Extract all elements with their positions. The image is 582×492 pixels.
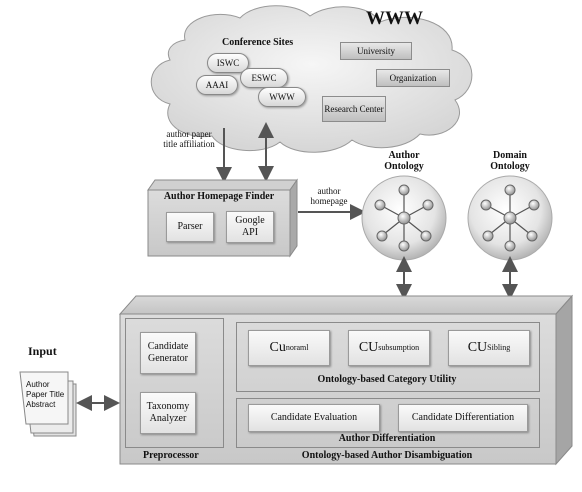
category-utility-panel (236, 322, 540, 392)
site-eswc: ESWC (240, 68, 288, 88)
preprocessor-panel (125, 318, 224, 448)
author-ontology-label: Author Ontology (384, 150, 424, 172)
disambiguation-label: Ontology-based Author Disambiguation (301, 450, 473, 461)
candidate-evaluation-box: Candidate Evaluation (248, 404, 380, 432)
author-differentiation-label: Author Differentiation (338, 433, 436, 444)
cu-normal-sub: noraml (285, 343, 309, 352)
candidate-generator-box: Candidate Generator (140, 332, 196, 374)
google-api-box: Google API (226, 211, 274, 243)
cu-sibling-sub: Sibling (487, 343, 511, 352)
preprocessor-label: Preprocessor (143, 450, 199, 461)
www-title: WWW (366, 8, 423, 29)
organization-box: Organization (376, 69, 450, 87)
site-aaai: AAAI (196, 75, 238, 95)
finder-title: Author Homepage Finder (163, 191, 275, 202)
author-ontology-sphere (361, 175, 447, 261)
cu-normal-base: Cu (269, 340, 286, 355)
taxonomy-analyzer-box: Taxonomy Analyzer (140, 392, 196, 434)
cu-sibling-base: CU (467, 340, 488, 355)
input-title: Input (28, 344, 57, 358)
author-info-label: author paper title affiliation (163, 129, 215, 149)
research-center-box: Research Center (322, 96, 386, 122)
site-iswc: ISWC (207, 53, 249, 73)
conference-sites-label: Conference Sites (222, 37, 294, 48)
cu-subsumption-base: CU (358, 340, 379, 355)
input-document-text: Author Paper Title Abstract (26, 380, 65, 409)
domain-ontology-sphere (467, 175, 553, 261)
domain-ontology-label: Domain Ontology (490, 150, 530, 172)
author-homepage-label: author homepage (310, 186, 348, 206)
cu-subsumption-sub: subsumption (378, 343, 420, 352)
site-www: WWW (258, 87, 306, 107)
candidate-differentiation-box: Candidate Differentiation (398, 404, 528, 432)
parser-box: Parser (166, 212, 214, 242)
input-document-stack (19, 371, 77, 437)
category-utility-label: Ontology-based Category Utility (317, 374, 457, 385)
author-differentiation-panel (236, 398, 540, 448)
university-box: University (340, 42, 412, 60)
